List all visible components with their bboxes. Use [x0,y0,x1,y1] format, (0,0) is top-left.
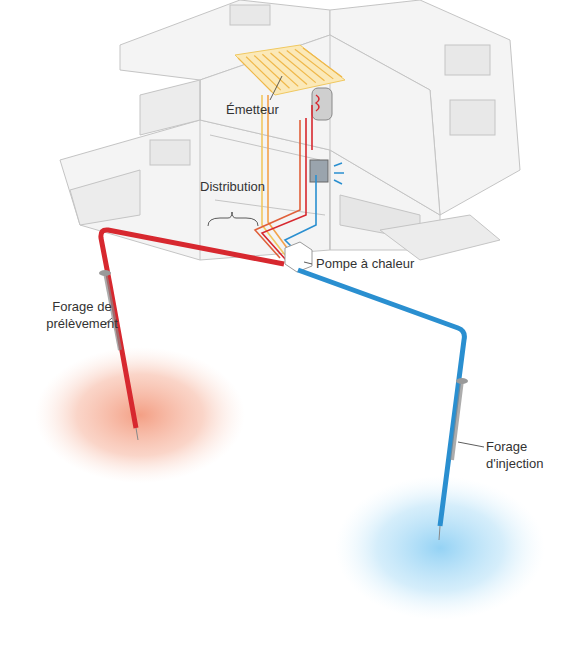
control-unit [310,160,328,182]
cold-pipe [298,270,464,526]
cold-zone [335,476,545,620]
heat-pump [285,242,312,272]
part-label: Émetteur [226,101,279,118]
part-label: Forage d'injection [486,438,566,472]
borehole-casing [452,380,462,460]
part-label: Pompe à chaleur [316,255,414,272]
hot-pipe [101,230,284,428]
emitter [235,45,345,95]
leader-lines [104,76,484,447]
part-label: Forage de prélèvement [26,298,138,332]
distribution-pipes [255,95,316,260]
storage-tank [312,88,332,120]
emitter-tubes [238,48,342,92]
part-label: Distribution [200,178,265,195]
warm-zone [35,347,245,483]
building [60,0,520,260]
